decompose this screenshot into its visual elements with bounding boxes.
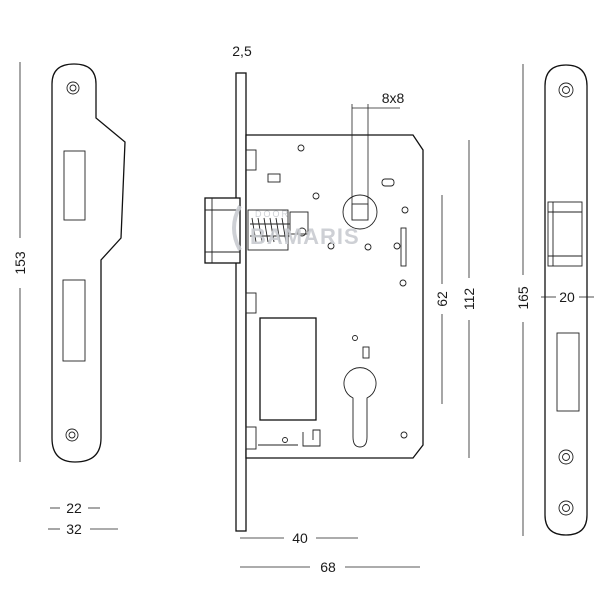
dim-strike-widths: 22 32 [48,500,118,537]
strike-plate [51,63,126,463]
dim-faceplate-height: 165 [515,64,531,536]
faceplate-side [235,72,247,532]
dim-label-8x8: 8x8 [382,90,405,106]
dim-label-40: 40 [292,530,308,546]
strike-plate-outline [51,63,126,463]
dim-case-height: 112 [461,140,477,458]
dim-label-112: 112 [461,288,477,311]
deadbolt-block [259,317,317,421]
dim-label-68: 68 [320,559,336,575]
dim-centre-distance: 62 [434,195,450,404]
dim-label-22: 22 [66,500,82,516]
strike-screw-hole-top [66,81,80,95]
lock-body [204,72,424,532]
strike-screw-hole-bottom [65,428,79,442]
dim-case-depth: 68 [240,559,420,575]
latch-face [547,201,583,267]
spindle-square [351,203,369,221]
dim-label-153: 153 [12,251,28,275]
dim-faceplate-width: 20 [541,289,594,305]
follower-hub [342,194,378,230]
bolt-face [556,332,580,412]
dim-label-62: 62 [434,291,450,307]
faceplate-screw-hole-top [558,82,574,98]
dim-label-20: 20 [559,289,575,305]
faceplate-screw-hole-bottom [558,500,574,516]
faceplate-screw-hole-mid [558,449,574,465]
faceplate-front-outline [544,64,588,536]
dim-spindle-square: 8x8 [351,90,405,204]
bolt-opening [62,279,86,362]
latch-spring [247,209,290,251]
latch-opening [63,150,86,221]
dim-label-165: 165 [515,286,531,310]
dim-label-32: 32 [66,521,82,537]
dim-label-2-5: 2,5 [232,43,252,59]
faceplate-front [544,64,588,536]
dim-backset: 40 [240,530,358,546]
watermark-brand-text: BAMARIS [250,224,360,249]
watermark-small-text: DOOR [255,209,290,219]
watermark: DOOR BAMARIS [232,205,360,251]
cylinder-cutout [343,367,377,448]
dim-strike-height: 153 [12,62,28,462]
